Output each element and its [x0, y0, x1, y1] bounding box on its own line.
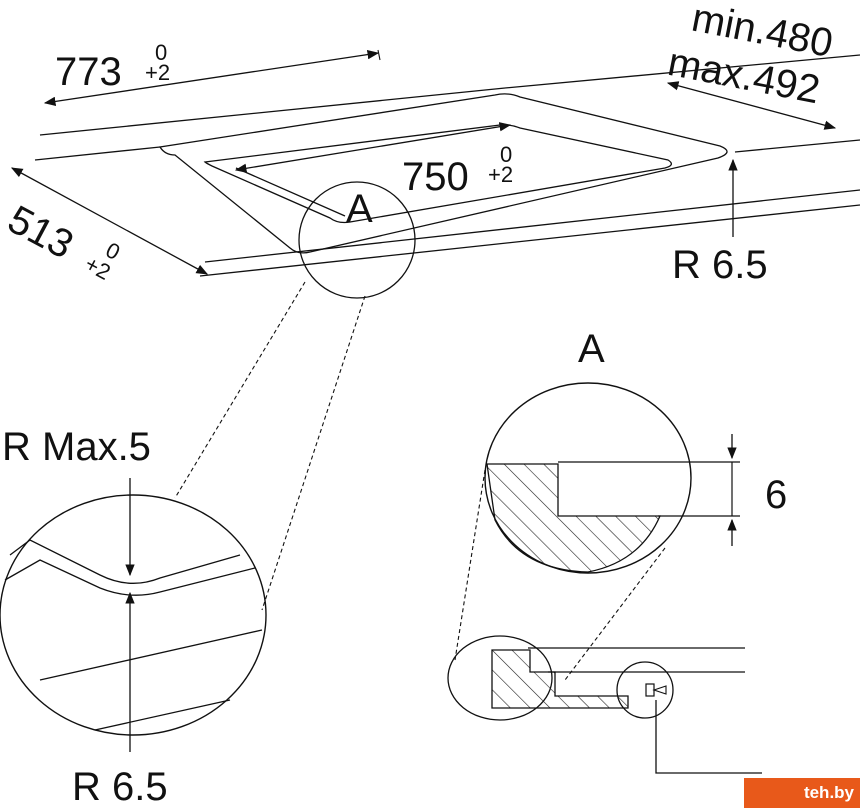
detail-marker-a: A — [346, 187, 373, 231]
worktop-outline — [34, 54, 860, 277]
dim-773-tol-bottom: +2 — [145, 60, 170, 85]
worktop-section — [447, 635, 762, 774]
dimension-513-line — [10, 167, 209, 275]
detail-depth-label: 6 — [765, 473, 787, 517]
detail-leaders-left — [174, 281, 366, 611]
detail-a-section — [484, 382, 740, 574]
watermark-badge — [744, 778, 860, 808]
dim-773-value: 773 — [55, 50, 122, 94]
dimension-750-line — [234, 122, 512, 173]
dim-773-tol-top: 0 — [155, 40, 167, 65]
dim-513-value: 513 — [1, 197, 81, 267]
dim-750-value: 750 — [402, 155, 469, 199]
dimension-thickness-line — [666, 81, 837, 130]
detail-title-a: A — [578, 327, 605, 371]
magnified-corner-detail — [0, 478, 267, 752]
dim-750-tol-bottom: +2 — [488, 162, 513, 187]
radius-max-label: R Max.5 — [2, 425, 151, 469]
watermark-text: teh.by — [803, 783, 854, 802]
dimension-773 — [43, 49, 381, 107]
radius-label-bottom: R 6.5 — [72, 765, 168, 808]
detail-circle-top — [298, 181, 416, 299]
dim-750-tol-top: 0 — [500, 142, 512, 167]
radius-label-top: R 6.5 — [672, 243, 768, 287]
